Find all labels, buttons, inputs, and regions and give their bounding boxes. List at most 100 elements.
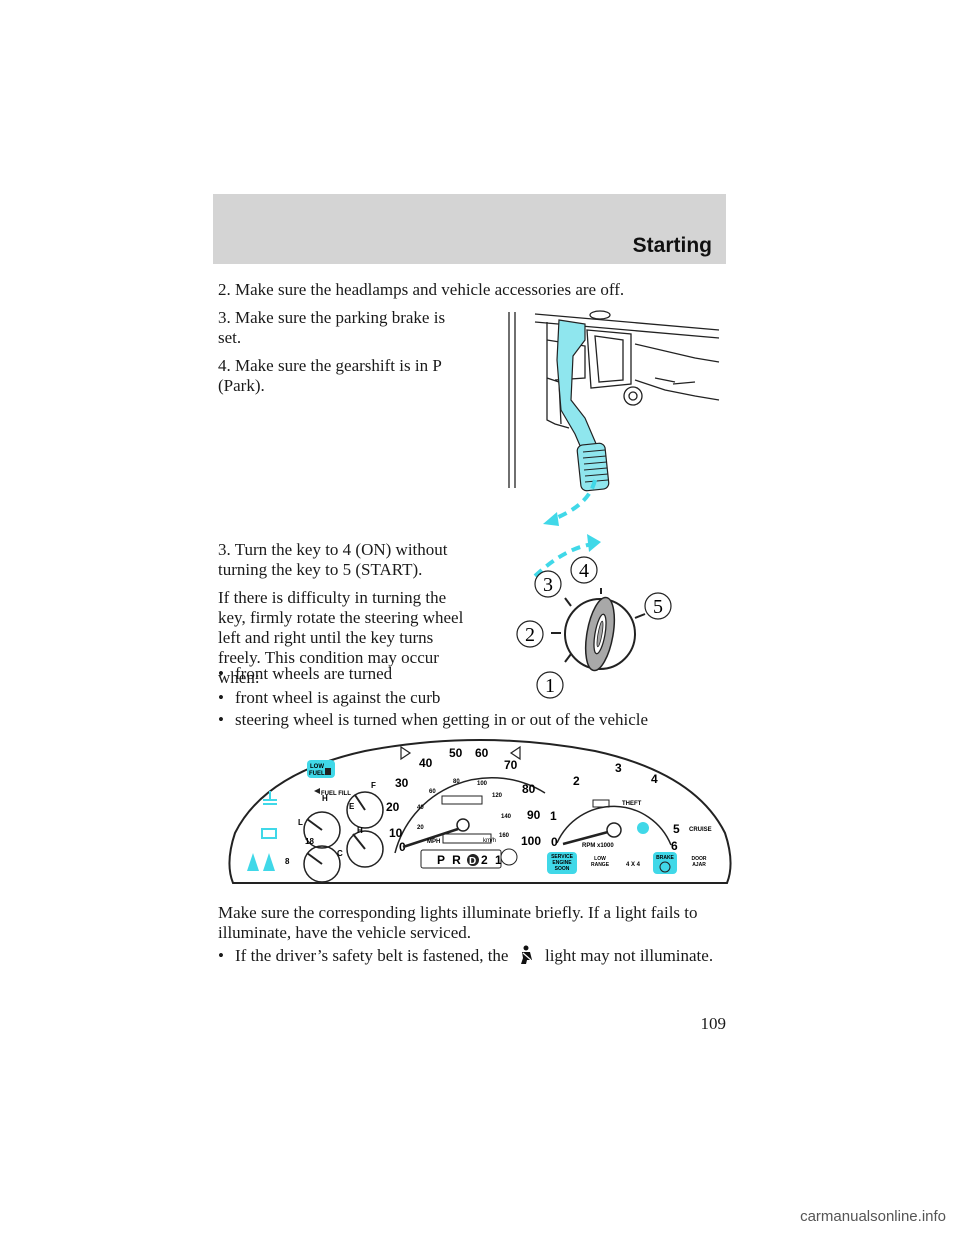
ignition-position-3: 3 (543, 574, 553, 596)
step-3b-line-2: turning the key to 5 (START). (218, 560, 423, 579)
section-header: Starting (213, 194, 726, 264)
speedometer-needle (402, 827, 459, 849)
abs-indicator (637, 822, 649, 834)
condition-text: steering wheel is turned when getting in… (235, 710, 649, 729)
mph-tick-100: 100 (521, 834, 541, 848)
low-range-label-1: LOW (594, 856, 606, 862)
airbag-icon (263, 853, 275, 871)
section-title: Starting (632, 234, 712, 257)
step-3a-line-2: set. (218, 328, 242, 347)
cruise-label: CRUISE (689, 827, 712, 833)
kmh-tick-80: 80 (453, 779, 460, 785)
theft-label: THEFT (622, 801, 642, 807)
door-ajar-label-1: DOOR (692, 856, 707, 862)
service-label-2: ENGINE (552, 860, 572, 866)
belt-note: • If the driver’s safety belt is fastened… (218, 945, 713, 966)
difficulty-line-5: when: (218, 668, 260, 687)
mph-tick-60: 60 (475, 746, 489, 760)
speedometer-mph-scale: 0 10 20 30 40 50 60 70 80 90 100 (386, 746, 541, 854)
mph-tick-40: 40 (419, 756, 433, 770)
condition-item: • steering wheel is turned when getting i… (218, 710, 648, 730)
speed-control-icon (500, 848, 518, 866)
rpm-unit-label: RPM x1000 (582, 843, 614, 849)
temp-h: H (357, 826, 363, 835)
rpm-tick-1: 1 (550, 809, 557, 823)
rpm-tick-4: 4 (651, 772, 658, 786)
four-by-four-label: 4 X 4 (626, 862, 641, 868)
bullet-dot: • (218, 664, 224, 683)
tachometer-hub (606, 822, 622, 838)
rpm-tick-6: 6 (671, 839, 678, 853)
difficulty-line-4: freely. This condition may occur (218, 648, 439, 667)
brake-label: BRAKE (656, 855, 674, 861)
rpm-tick-3: 3 (615, 761, 622, 775)
kmh-unit-label: km/h (483, 838, 496, 844)
parking-brake-illustration (508, 310, 720, 526)
after-cluster-line-1: Make sure the corresponding lights illum… (218, 903, 698, 922)
prndl-2-1: 2 1 (481, 853, 504, 867)
temp-c: C (337, 849, 343, 858)
page-number: 109 (700, 1014, 727, 1033)
belt-note-before: If the driver’s safety belt is fastened,… (235, 946, 509, 965)
odometer-display (441, 795, 483, 805)
coolant-temp-icon (263, 791, 277, 805)
mph-tick-50: 50 (449, 746, 463, 760)
mph-tick-0: 0 (399, 840, 406, 854)
kmh-tick-60: 60 (429, 789, 436, 795)
service-label-1: SERVICE (551, 854, 574, 860)
condition-text: front wheels are turned (235, 664, 393, 683)
service-engine-soon-indicator (547, 852, 577, 874)
high-beam-icon (592, 799, 610, 808)
kmh-tick-100: 100 (477, 781, 488, 787)
kmh-tick-40: 40 (417, 805, 424, 811)
oil-h: H (322, 794, 328, 803)
footer-watermark: carmanualsonline.info (800, 1208, 946, 1225)
low-fuel-label-1: LOW (310, 764, 324, 770)
mph-tick-20: 20 (386, 800, 400, 814)
mph-tick-80: 80 (522, 782, 536, 796)
bullet-dot: • (218, 710, 224, 729)
speedometer-kmh-scale: 20 40 60 80 100 120 140 160 (417, 779, 512, 839)
ignition-diagram: 1 2 3 4 5 (516, 534, 672, 699)
fuel-f: F (371, 781, 376, 790)
battery-icon (261, 828, 277, 839)
service-label-3: SOON (555, 866, 570, 872)
left-turn-signal-icon (400, 745, 412, 761)
safety-belt-icon (520, 945, 532, 964)
oil-l: L (298, 818, 303, 827)
rpm-tick-0: 0 (551, 835, 558, 849)
condition-item: • front wheels are turned (218, 664, 392, 684)
rpm-tick-5: 5 (673, 822, 680, 836)
step-4-line-1: 4. Make sure the gearshift is in P (218, 356, 442, 375)
mph-tick-70: 70 (504, 758, 518, 772)
ignition-position-2: 2 (525, 624, 535, 646)
ignition-position-1: 1 (545, 675, 555, 697)
kmh-tick-140: 140 (501, 814, 512, 820)
kmh-tick-160: 160 (499, 833, 510, 839)
tachometer-needle (562, 830, 609, 846)
kmh-tick-120: 120 (492, 793, 503, 799)
prndl-p-r-n: P R N (437, 853, 479, 867)
after-cluster-line-2: illuminate, have the vehicle serviced. (218, 923, 472, 942)
rpm-tick-2: 2 (573, 774, 580, 788)
step-3a-line-1: 3. Make sure the parking brake is (218, 308, 446, 327)
ignition-position-4: 4 (579, 560, 589, 582)
bullet-dot: • (218, 688, 224, 707)
ignition-position-5: 5 (653, 596, 663, 618)
mph-unit-label: MPH (427, 839, 440, 845)
prndl-d: D (469, 856, 476, 867)
mph-tick-10: 10 (389, 826, 403, 840)
trip-odometer-display (442, 833, 492, 844)
step-3b-line-1: 3. Turn the key to 4 (ON) without (218, 540, 448, 559)
kmh-tick-20: 20 (417, 825, 424, 831)
low-range-label-2: RANGE (591, 862, 610, 868)
fuel-e: E (349, 802, 355, 811)
difficulty-line-3: left and right until the key turns (218, 628, 434, 647)
bullet-dot: • (218, 946, 224, 965)
step-2-text: 2. Make sure the headlamps and vehicle a… (218, 280, 625, 299)
brake-warning-icon (659, 861, 671, 873)
low-fuel-label-2: FUEL (309, 771, 325, 777)
mph-tick-90: 90 (527, 808, 541, 822)
fuel-fill-label: FUEL FILL (321, 791, 351, 797)
tachometer-scale: 0 1 2 3 4 5 6 (550, 761, 680, 853)
